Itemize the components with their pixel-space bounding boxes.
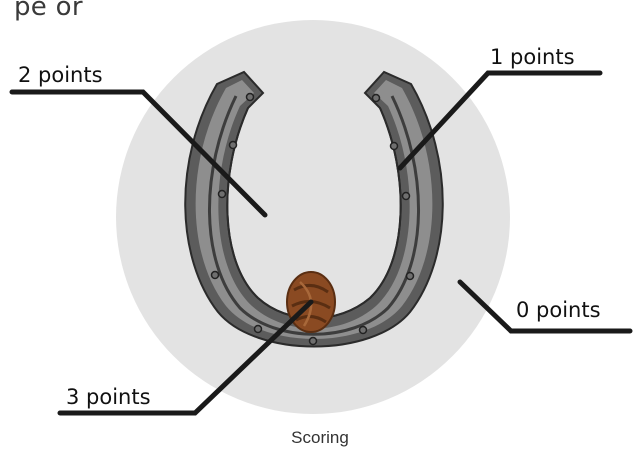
diagram-caption: Scoring	[0, 428, 640, 448]
nail-hole	[360, 327, 367, 334]
scoring-zone-circle	[116, 20, 510, 414]
nail-hole	[407, 273, 414, 280]
nail-hole	[230, 142, 237, 149]
nail-hole	[310, 338, 317, 345]
nail-hole	[247, 94, 254, 101]
nail-hole	[403, 193, 410, 200]
label-1-points: 1 points	[490, 45, 575, 69]
label-3-points: 3 points	[66, 385, 151, 409]
label-0-points: 0 points	[516, 298, 601, 322]
nail-hole	[219, 191, 226, 198]
nail-hole	[391, 143, 398, 150]
nail-hole	[255, 326, 262, 333]
nail-hole	[212, 272, 219, 279]
nail-hole	[373, 95, 380, 102]
label-2-points: 2 points	[18, 63, 103, 87]
